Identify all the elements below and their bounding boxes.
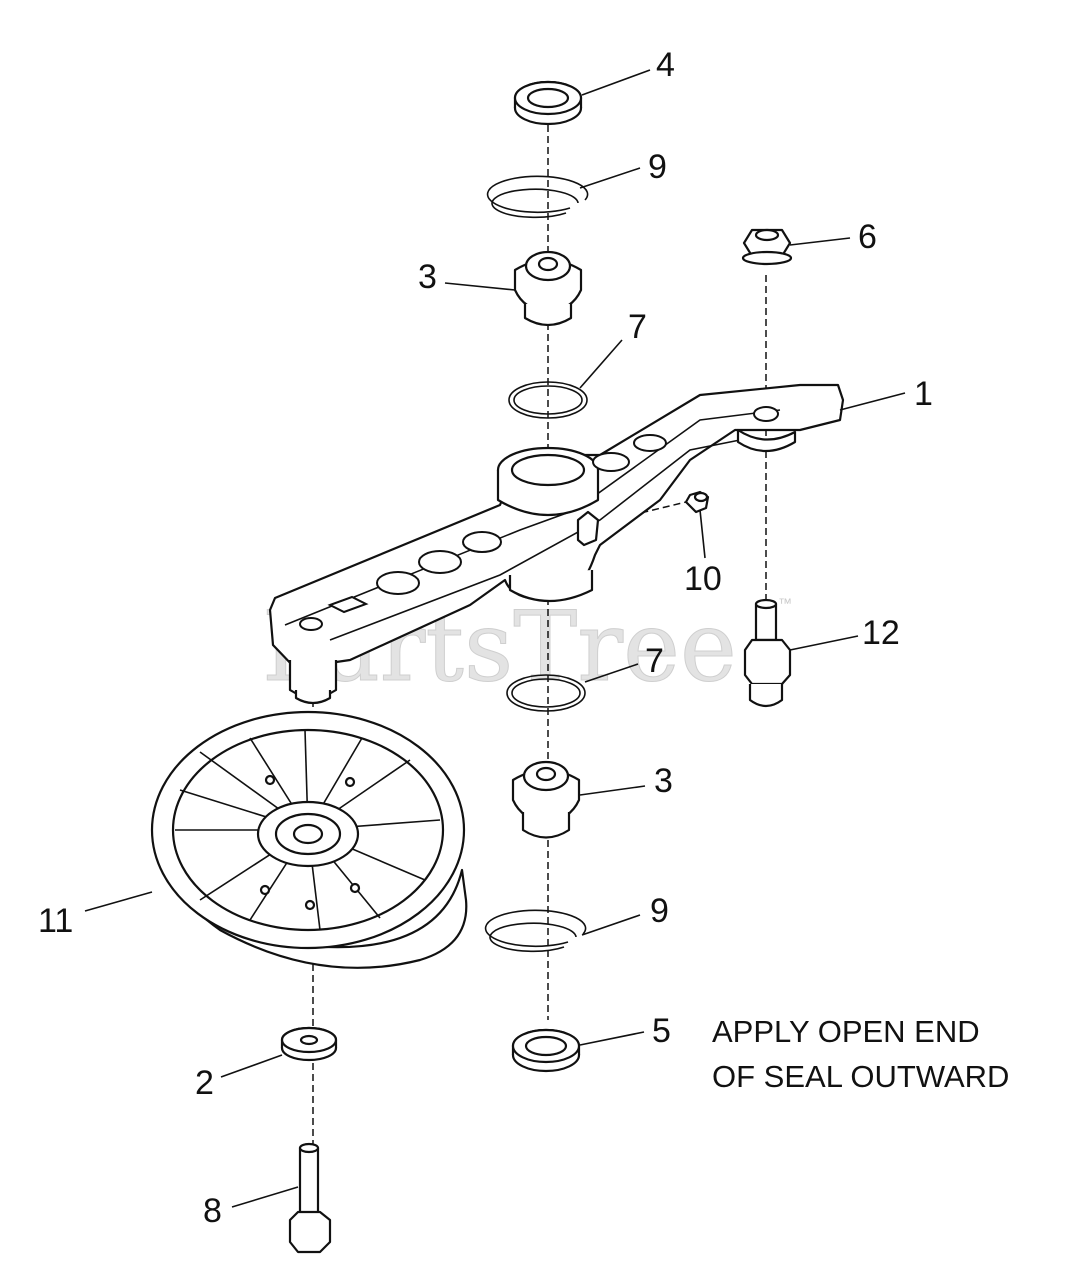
leader-lines	[84, 69, 906, 1208]
washer	[280, 1026, 338, 1062]
seal-bottom	[511, 1028, 581, 1073]
idler-pulley	[150, 710, 468, 969]
bearing-lower	[511, 760, 581, 839]
grease-fitting	[684, 490, 710, 514]
idler-arm	[268, 383, 845, 705]
callout-7-upper: 7	[628, 308, 647, 346]
callout-5: 5	[652, 1012, 671, 1050]
callout-1: 1	[914, 375, 933, 413]
o-ring-upper	[508, 381, 588, 419]
callout-9-upper: 9	[648, 148, 667, 186]
retaining-ring-lower	[484, 909, 587, 953]
callout-11: 11	[38, 902, 73, 940]
seal-top	[513, 80, 583, 126]
callout-12: 12	[862, 614, 900, 652]
o-ring-lower	[506, 674, 586, 712]
callout-6: 6	[858, 218, 877, 256]
stud	[743, 598, 792, 708]
callout-9-lower: 9	[650, 892, 669, 930]
callout-7-lower: 7	[645, 642, 664, 680]
callout-8: 8	[203, 1192, 222, 1230]
callout-4: 4	[656, 46, 675, 84]
callout-2: 2	[195, 1064, 214, 1102]
assembly-note-line-1: APPLY OPEN END	[712, 1014, 980, 1049]
bearing-upper	[513, 250, 583, 327]
callout-10: 10	[684, 560, 722, 598]
assembly-note-line-2: OF SEAL OUTWARD	[712, 1059, 1009, 1094]
callout-3-lower: 3	[654, 762, 673, 800]
callout-3-upper: 3	[418, 258, 437, 296]
flange-nut	[741, 228, 793, 266]
watermark-trademark: ™	[778, 595, 792, 611]
retaining-ring-upper	[486, 175, 589, 219]
bolt	[288, 1142, 332, 1254]
